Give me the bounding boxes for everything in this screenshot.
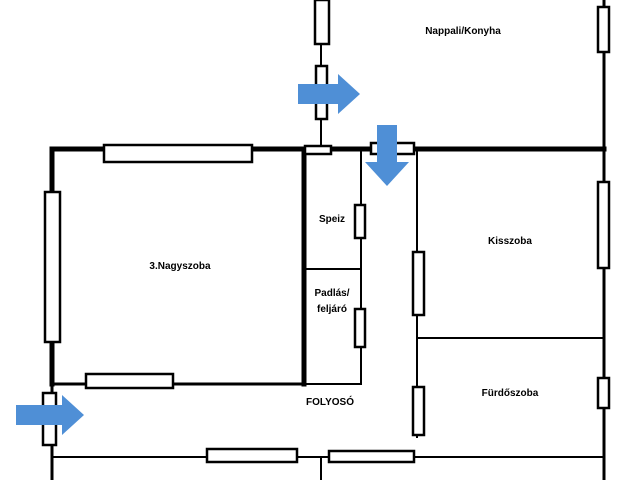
entry-arrow-living xyxy=(298,74,360,114)
door-attic xyxy=(353,307,367,349)
label-big-room: 3.Nagyszoba xyxy=(149,261,211,272)
arrows xyxy=(16,74,409,435)
window-kisszoba xyxy=(596,180,611,270)
door-big-room-bottom xyxy=(84,372,175,390)
openings xyxy=(41,0,611,464)
door-kisszoba xyxy=(411,250,426,317)
door-top-gap xyxy=(303,144,333,156)
entry-arrow-top xyxy=(365,125,409,186)
label-bathroom: Fürdőszoba xyxy=(482,388,539,399)
window-bottom-right xyxy=(327,449,416,464)
label-living-kitchen: Nappali/Konyha xyxy=(425,26,501,37)
label-attic-line1: Padlás/ xyxy=(314,288,349,299)
window-big-room-top xyxy=(102,143,254,164)
room-labels: Nappali/Konyha 3.Nagyszoba Speiz Padlás/… xyxy=(149,26,538,408)
window-living-right xyxy=(596,5,611,54)
label-kisszoba: Kisszoba xyxy=(488,236,532,247)
label-corridor: FOLYOSÓ xyxy=(306,395,354,408)
label-pantry: Speiz xyxy=(319,214,345,225)
window-bathroom xyxy=(596,376,611,410)
label-attic-line2: feljáró xyxy=(317,304,347,315)
window-living-left xyxy=(313,0,331,46)
window-big-room-left xyxy=(43,190,62,344)
door-pantry xyxy=(353,203,367,240)
window-bottom-left xyxy=(205,447,299,464)
door-bathroom xyxy=(411,385,426,437)
entry-arrow-left xyxy=(16,395,84,435)
